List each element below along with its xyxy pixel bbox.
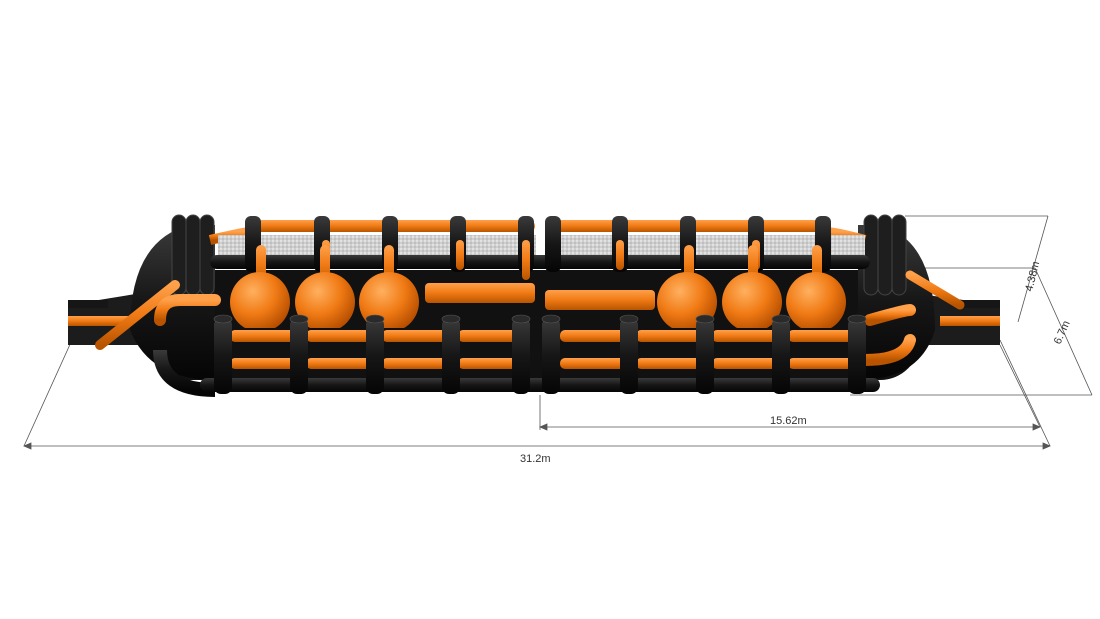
- front-wall-posts: [214, 318, 866, 394]
- back-wall: [210, 216, 870, 280]
- front-wall: [153, 294, 916, 397]
- center-beams: [425, 283, 655, 318]
- dimension-lines: [22, 215, 1093, 450]
- height-label: 4.38m: [1023, 260, 1042, 293]
- total-length-label: 31.2m: [520, 453, 551, 465]
- width-label: 6.7m: [1052, 319, 1073, 346]
- swing-ball: [722, 272, 782, 332]
- swing-ball: [230, 272, 290, 332]
- swing-ball: [295, 272, 355, 332]
- half-length-label: 15.62m: [770, 415, 807, 427]
- swing-ball: [786, 272, 846, 332]
